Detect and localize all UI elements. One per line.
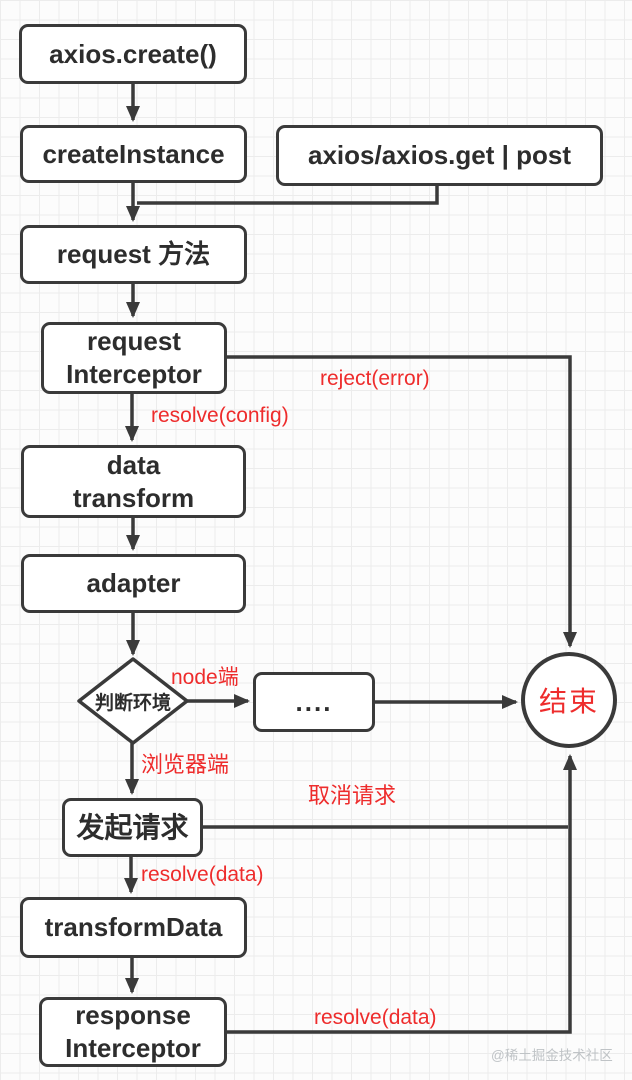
node-data-transform: data transform xyxy=(21,445,246,518)
edge-label-reject-error: reject(error) xyxy=(320,367,430,390)
edge-label-node-side: node端 xyxy=(171,666,239,689)
edge-label-cancel-request: 取消请求 xyxy=(308,783,397,808)
edge-label-browser-side: 浏览器端 xyxy=(141,752,230,777)
node-judge-env: 判断环境 xyxy=(77,657,189,745)
node-data-transform-line2: transform xyxy=(72,482,195,513)
node-response-interceptor-line1: response xyxy=(75,1000,191,1030)
node-data-transform-line1: data xyxy=(106,449,161,480)
node-send-request: 发起请求 xyxy=(62,798,203,857)
watermark: @稀土掘金技术社区 xyxy=(491,1048,613,1063)
node-response-interceptor-line2: Interceptor xyxy=(65,1033,201,1063)
node-axios-get-post-label: axios/axios.get | post xyxy=(307,140,572,170)
edge-getpost-join xyxy=(137,186,439,205)
node-adapter: adapter xyxy=(21,554,246,613)
node-request-method-label: request 方法 xyxy=(56,239,211,269)
node-transform-data-label: transformData xyxy=(44,912,223,942)
node-request-interceptor: request Interceptor xyxy=(41,322,227,394)
node-axios-create: axios.create() xyxy=(19,24,247,84)
node-judge-env-label: 判断环境 xyxy=(94,692,171,714)
node-end-label: 结束 xyxy=(538,686,599,717)
node-transform-data: transformData xyxy=(20,897,247,958)
decision-diamond-shape xyxy=(77,657,189,745)
edge-reject-error xyxy=(227,355,577,648)
edge-label-resolve-config: resolve(config) xyxy=(151,404,289,427)
node-request-interceptor-line2: Interceptor xyxy=(66,359,202,389)
node-adapter-label: adapter xyxy=(86,568,181,598)
node-axios-create-label: axios.create() xyxy=(49,38,217,69)
node-response-interceptor: response Interceptor xyxy=(39,997,227,1067)
node-request-interceptor-line1: request xyxy=(87,326,181,356)
edge-resolve-data-2-up xyxy=(227,754,577,1034)
node-create-instance: createInstance xyxy=(20,125,247,183)
node-end: 结束 xyxy=(521,652,617,748)
node-dots: .... xyxy=(253,672,375,732)
edge-label-resolve-data-2: resolve(data) xyxy=(314,1006,437,1029)
node-dots-label: .... xyxy=(295,686,333,717)
node-send-request-label: 发起请求 xyxy=(76,812,189,843)
edge-label-resolve-data-1: resolve(data) xyxy=(141,863,264,886)
node-axios-get-post: axios/axios.get | post xyxy=(276,125,603,186)
node-request-method: request 方法 xyxy=(20,225,247,284)
node-create-instance-label: createInstance xyxy=(42,138,225,169)
